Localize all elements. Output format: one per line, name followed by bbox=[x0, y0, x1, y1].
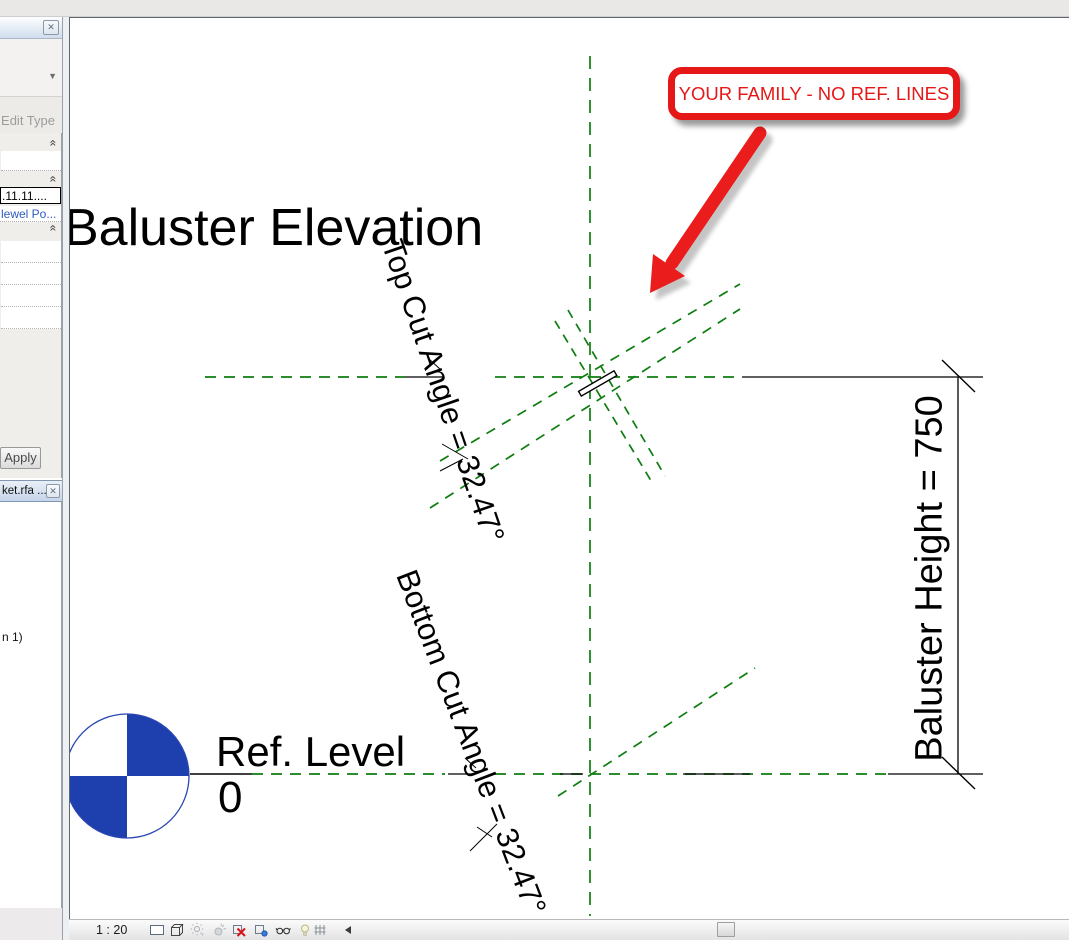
scroll-left-arrow[interactable] bbox=[343, 922, 353, 938]
level-elevation-text[interactable]: 0 bbox=[218, 773, 243, 822]
ribbon-bottom-strip bbox=[0, 0, 1069, 17]
detail-level-icon[interactable] bbox=[149, 922, 165, 938]
panel-divider[interactable] bbox=[62, 17, 69, 940]
collapse-chevron-icon[interactable]: « bbox=[46, 224, 61, 232]
view-title-text[interactable]: Baluster Elevation bbox=[69, 199, 484, 257]
baluster-section[interactable] bbox=[577, 369, 618, 398]
edit-type-button[interactable]: Edit Type bbox=[1, 113, 55, 128]
collapse-chevron-icon[interactable]: « bbox=[46, 139, 61, 147]
close-icon[interactable]: ✕ bbox=[46, 484, 60, 498]
ref-line-top-cut[interactable] bbox=[429, 308, 741, 509]
properties-panel-header: ✕ bbox=[0, 17, 62, 39]
temporary-hide-isolate-icon[interactable] bbox=[275, 922, 291, 938]
properties-panel: ✕ ▼ Edit Type « « .11.11.... lewel Po...… bbox=[0, 17, 62, 478]
drawing-geometry bbox=[70, 56, 983, 916]
apply-button[interactable]: Apply bbox=[0, 447, 41, 469]
analytical-model-icon[interactable] bbox=[312, 922, 328, 938]
ref-line-steep[interactable] bbox=[567, 309, 666, 477]
parameter-field[interactable] bbox=[1, 151, 61, 171]
ref-line-bottom-cut[interactable] bbox=[557, 667, 756, 797]
dimension-tick bbox=[941, 359, 976, 393]
parameter-row[interactable] bbox=[1, 307, 61, 329]
reveal-hidden-elements-icon[interactable] bbox=[297, 922, 313, 938]
type-selector-dropdown[interactable]: ▼ bbox=[0, 39, 62, 97]
project-browser-panel: n 1) bbox=[0, 502, 62, 908]
parameter-row[interactable] bbox=[1, 241, 61, 263]
crop-view-icon[interactable] bbox=[231, 922, 247, 938]
parameter-row[interactable] bbox=[1, 263, 61, 285]
angular-dimension-arrows bbox=[427, 357, 498, 852]
browser-item[interactable]: n 1) bbox=[2, 630, 23, 644]
level-name-text[interactable]: Ref. Level bbox=[216, 728, 406, 775]
parameter-row[interactable] bbox=[1, 285, 61, 307]
edit-type-row bbox=[0, 97, 62, 133]
scale-button[interactable]: 1 : 20 bbox=[96, 923, 128, 937]
sun-path-icon[interactable] bbox=[190, 922, 206, 938]
collapse-chevron-icon[interactable]: « bbox=[46, 175, 61, 183]
ref-line-top-cut[interactable] bbox=[439, 283, 741, 462]
dimension-tick bbox=[941, 756, 976, 790]
chevron-down-icon: ▼ bbox=[48, 71, 57, 81]
type-value-field[interactable]: .11.11.... bbox=[0, 187, 61, 204]
close-icon[interactable]: ✕ bbox=[43, 20, 59, 35]
visual-style-icon[interactable] bbox=[169, 922, 185, 938]
level-head-symbol[interactable] bbox=[70, 713, 190, 839]
family-document-tab[interactable]: ket.rfa ... ✕ bbox=[0, 480, 62, 502]
drawing-canvas[interactable]: Baluster Elevation YOUR FAMILY - NO REF.… bbox=[69, 17, 1069, 919]
callout-text: YOUR FAMILY - NO REF. LINES bbox=[678, 82, 950, 104]
view-control-bar: 1 : 20 bbox=[69, 919, 1069, 940]
annotation-arrow[interactable] bbox=[650, 126, 767, 293]
scrollbar-thumb[interactable] bbox=[717, 922, 735, 937]
tab-title: ket.rfa ... bbox=[2, 485, 47, 497]
ref-line-steep[interactable] bbox=[554, 320, 654, 485]
shadows-icon[interactable] bbox=[212, 922, 228, 938]
annotation-callout[interactable]: YOUR FAMILY - NO REF. LINES bbox=[668, 67, 960, 120]
show-crop-region-icon[interactable] bbox=[253, 922, 269, 938]
baluster-height-dimension[interactable]: Baluster Height = 750 bbox=[908, 395, 951, 762]
panel-filler bbox=[0, 908, 62, 940]
family-value-field[interactable]: lewel Po... bbox=[0, 206, 61, 222]
